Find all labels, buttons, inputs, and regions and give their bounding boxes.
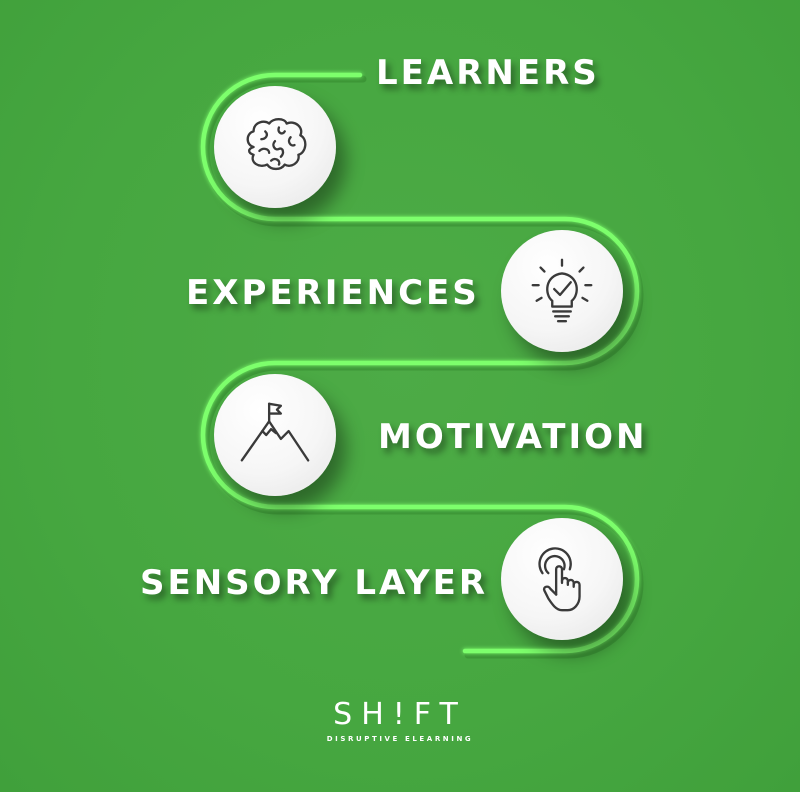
shift-logo-wordmark: SH!FT: [333, 697, 467, 732]
touch-hand-icon: [538, 547, 581, 612]
shift-logo-tagline: DISRUPTIVE ELEARNING: [326, 735, 474, 743]
lightbulb-check-icon: [531, 258, 593, 323]
experiences-badge: [501, 230, 623, 352]
mountain-flag-icon: [240, 402, 310, 462]
learners-badge: [214, 86, 336, 208]
motivation-badge: [214, 374, 336, 496]
brain-icon: [246, 118, 307, 171]
learners-label: LEARNERS: [376, 53, 600, 93]
experiences-label: EXPERIENCES: [186, 273, 480, 313]
sensory-layer-badge: [501, 518, 623, 640]
sensory-layer-label: SENSORY LAYER: [140, 563, 489, 603]
motivation-label: MOTIVATION: [378, 417, 648, 457]
